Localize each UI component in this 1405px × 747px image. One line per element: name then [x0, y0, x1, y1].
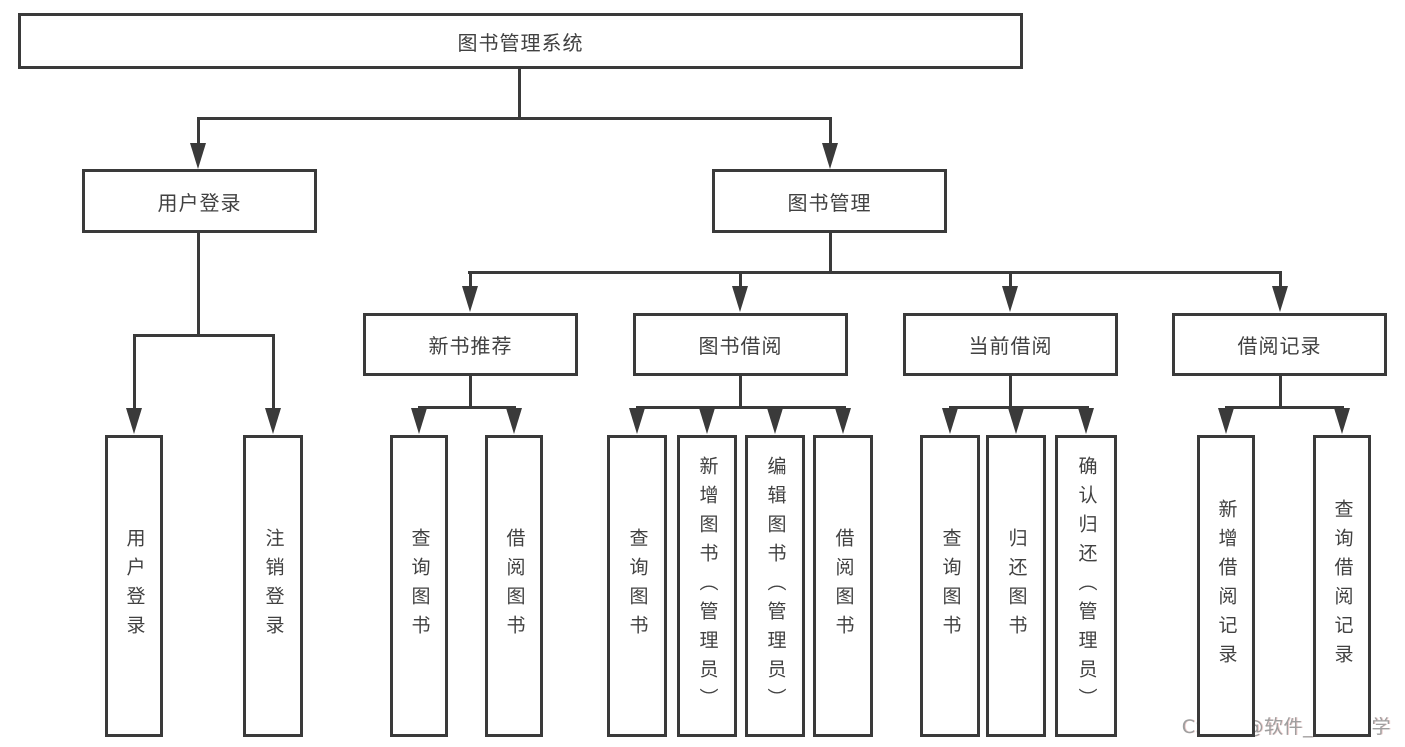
arrowhead-down-icon-3	[732, 286, 748, 312]
node-borrow-books-2: 借阅图书	[813, 435, 873, 737]
node-label-query-borrow-record: 查询借阅记录	[1331, 499, 1354, 673]
connector-line-3	[829, 117, 832, 144]
node-label-borrow-books-1: 借阅图书	[503, 528, 526, 644]
arrowhead-down-icon-9	[506, 408, 522, 434]
connector-line-10	[197, 233, 200, 337]
node-label-borrow-books-2: 借阅图书	[832, 528, 855, 644]
connector-line-1	[197, 117, 832, 120]
node-label-user-login: 用户登录	[157, 190, 242, 215]
connector-line-5	[468, 271, 1282, 274]
node-label-logout: 注销登录	[262, 528, 285, 644]
node-label-current-borrowing: 当前借阅	[968, 334, 1053, 358]
node-label-return-books: 归还图书	[1005, 528, 1028, 644]
node-login: 用户登录	[105, 435, 163, 737]
arrowhead-down-icon-12	[767, 408, 783, 434]
arrowhead-down-icon-6	[126, 408, 142, 434]
arrowhead-down-icon-11	[699, 408, 715, 434]
node-query-borrow-record: 查询借阅记录	[1313, 435, 1371, 737]
arrowhead-down-icon-4	[1002, 286, 1018, 312]
node-current-borrowing: 当前借阅	[903, 313, 1118, 376]
node-query-books-1: 查询图书	[390, 435, 448, 737]
arrowhead-down-icon-16	[1078, 408, 1094, 434]
arrowhead-down-icon-7	[265, 408, 281, 434]
node-label-book-mgmt: 图书管理	[787, 190, 872, 215]
arrowhead-down-icon-5	[1272, 286, 1288, 312]
connector-line-9	[1279, 271, 1282, 287]
node-label-book-borrowing: 图书借阅	[698, 334, 783, 358]
connector-line-16	[739, 376, 742, 409]
arrowhead-down-icon-8	[411, 408, 427, 434]
arrowhead-down-icon-14	[942, 408, 958, 434]
node-label-edit-books-admin: 编辑图书（管理员）	[764, 455, 787, 717]
node-label-add-borrow-record: 新增借阅记录	[1215, 499, 1238, 673]
node-label-query-books-3: 查询图书	[939, 528, 962, 644]
arrowhead-down-icon-2	[462, 286, 478, 312]
node-root: 图书管理系统	[18, 13, 1023, 69]
arrowhead-down-icon-0	[190, 143, 206, 169]
arrowhead-down-icon-13	[835, 408, 851, 434]
connector-line-7	[739, 271, 742, 287]
arrowhead-down-icon-1	[822, 143, 838, 169]
node-new-book-recommend: 新书推荐	[363, 313, 578, 376]
node-confirm-return-admin: 确认归还（管理员）	[1055, 435, 1117, 737]
connector-line-18	[1009, 376, 1012, 409]
node-label-login: 用户登录	[123, 528, 146, 644]
node-borrowing-records: 借阅记录	[1172, 313, 1387, 376]
node-label-confirm-return-admin: 确认归还（管理员）	[1075, 455, 1098, 717]
arrowhead-down-icon-18	[1334, 408, 1350, 434]
connector-line-15	[418, 406, 516, 409]
node-logout: 注销登录	[243, 435, 303, 737]
node-label-add-books-admin: 新增图书（管理员）	[696, 455, 719, 717]
node-edit-books-admin: 编辑图书（管理员）	[745, 435, 805, 737]
connector-line-4	[829, 233, 832, 274]
connector-line-13	[272, 334, 275, 409]
connector-line-19	[949, 406, 1089, 409]
connector-line-17	[636, 406, 846, 409]
node-label-borrowing-records: 借阅记录	[1237, 334, 1322, 358]
arrowhead-down-icon-17	[1218, 408, 1234, 434]
node-add-borrow-record: 新增借阅记录	[1197, 435, 1255, 737]
arrowhead-down-icon-15	[1008, 408, 1024, 434]
connector-line-8	[1009, 271, 1012, 287]
connector-line-6	[469, 271, 472, 287]
node-label-query-books-2: 查询图书	[626, 528, 649, 644]
arrowhead-down-icon-10	[629, 408, 645, 434]
node-label-query-books-1: 查询图书	[408, 528, 431, 644]
connector-line-20	[1279, 376, 1282, 409]
node-add-books-admin: 新增图书（管理员）	[677, 435, 737, 737]
connector-line-14	[469, 376, 472, 409]
node-label-root: 图书管理系统	[457, 30, 584, 55]
connector-line-21	[1225, 406, 1344, 409]
connector-line-2	[197, 117, 200, 144]
connector-line-0	[518, 69, 521, 119]
node-borrow-books-1: 借阅图书	[485, 435, 543, 737]
node-query-books-3: 查询图书	[920, 435, 980, 737]
node-book-mgmt: 图书管理	[712, 169, 947, 233]
connector-line-12	[133, 334, 136, 409]
connector-line-11	[133, 334, 275, 337]
node-user-login: 用户登录	[82, 169, 317, 233]
node-query-books-2: 查询图书	[607, 435, 667, 737]
node-return-books: 归还图书	[986, 435, 1046, 737]
node-label-new-book-recommend: 新书推荐	[428, 334, 513, 358]
node-book-borrowing: 图书借阅	[633, 313, 848, 376]
